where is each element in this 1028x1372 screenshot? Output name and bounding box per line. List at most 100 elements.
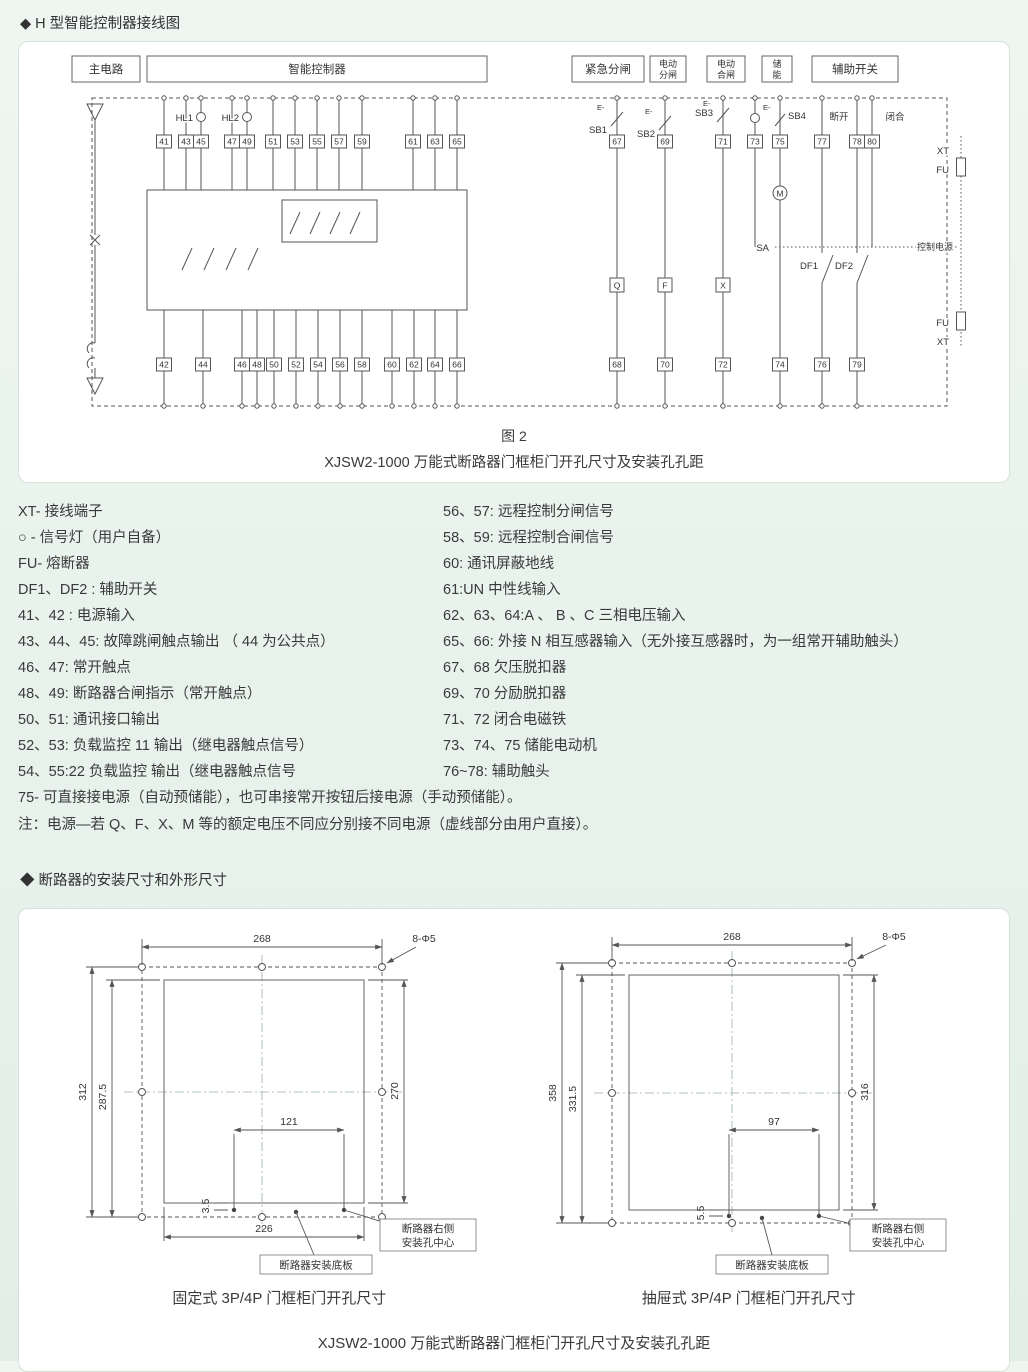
terminal-58: 58 (354, 357, 370, 372)
svg-text:74: 74 (775, 360, 785, 370)
svg-text:53: 53 (290, 137, 300, 147)
svg-text:68: 68 (612, 360, 622, 370)
header-controller: 智能控制器 (288, 62, 346, 76)
dim-hole-callout: 8-Φ5 (387, 933, 436, 964)
mounting-holes (138, 963, 387, 1221)
legend-item: 56、57: 远程控制分闸信号 (443, 504, 614, 520)
coil-x-symbol: X (715, 277, 731, 293)
drawer-type-drawing: 268 8-Φ5 358 331.5 (547, 931, 947, 1275)
svg-text:62: 62 (409, 360, 419, 370)
svg-text:268: 268 (723, 931, 741, 943)
terminal-59: 59 (354, 134, 370, 149)
legend-item: 48、49: 断路器合闸指示（常开触点） (18, 686, 262, 702)
dim-inner-width: 121 (232, 1116, 347, 1213)
terminal-77: 77 (814, 134, 830, 149)
terminal-56: 56 (332, 357, 348, 372)
terminal-66: 66 (449, 357, 465, 372)
button-sb2-symbol: E- SB2 (636, 106, 672, 142)
svg-text:5.5: 5.5 (695, 1206, 707, 1221)
header-storage: 储 (772, 58, 781, 69)
svg-text:HL2: HL2 (222, 113, 239, 124)
terminal-62: 62 (406, 357, 422, 372)
connection-nodes (161, 95, 875, 409)
dim-outer-height: 312 (77, 966, 139, 1218)
svg-text:331.5: 331.5 (567, 1086, 579, 1112)
svg-text:43: 43 (181, 137, 191, 147)
svg-text:73: 73 (750, 137, 760, 147)
svg-text:52: 52 (291, 360, 301, 370)
svg-text:合闸: 合闸 (717, 69, 735, 80)
header-main-circuit: 主电路 (89, 62, 124, 76)
svg-text:51: 51 (268, 137, 278, 147)
user-wiring-dashed-boundary (91, 97, 948, 407)
svg-text:97: 97 (768, 1116, 780, 1128)
legend-item: 46、47: 常开触点 (18, 660, 131, 676)
svg-text:E-: E- (597, 103, 605, 112)
terminal-43: 43 (178, 134, 194, 149)
fuse-top-symbol (956, 157, 966, 177)
callout-right-holes: 断路器右侧 安装孔中心 (818, 1215, 947, 1252)
label-control-power: 控制电源 (917, 241, 953, 252)
fuse-bottom-symbol (956, 311, 966, 331)
center-lines (593, 951, 872, 1235)
svg-text:42: 42 (159, 360, 169, 370)
svg-text:8-Φ5: 8-Φ5 (882, 931, 906, 943)
fixed-type-drawing: 268 8-Φ5 312 287.5 (77, 933, 477, 1275)
label-xt-bottom: XT (937, 337, 949, 348)
svg-text:78: 78 (852, 137, 862, 147)
door-cutout-outline (628, 974, 840, 1211)
legend-note-75: 75- 可直接接电源（自动预储能），也可串接常开按钮后接电源（手动预储能）。 (18, 790, 522, 806)
section2-title: ◆ 断路器的安装尺寸和外形尺寸 (20, 873, 228, 889)
wiring-diagram-panel: 主电路 智能控制器 紧急分闸 电动 分闸 电动 合闸 储 能 辅助开关 (18, 41, 1010, 483)
center-lines (124, 955, 403, 1230)
motor-symbol: M (772, 185, 788, 201)
svg-text:64: 64 (430, 360, 440, 370)
dim-right-height: 270 (368, 979, 409, 1204)
controller-box (146, 189, 468, 311)
legend-item: FU- 熔断器 (18, 556, 90, 572)
svg-text:断路器右侧: 断路器右侧 (871, 1222, 924, 1235)
terminal-41: 41 (156, 134, 172, 149)
figure-caption: XJSW2-1000 万能式断路器门框柜门开孔尺寸及安装孔孔距 (324, 455, 704, 471)
dim-inner-height: 331.5 (567, 974, 625, 1224)
svg-text:断路器安装底板: 断路器安装底板 (280, 1259, 354, 1272)
header-electric-open: 电动 (659, 58, 677, 69)
terminal-49: 49 (239, 134, 255, 149)
svg-text:61: 61 (408, 137, 418, 147)
svg-text:断路器右侧: 断路器右侧 (402, 1222, 455, 1235)
terminal-48: 48 (249, 357, 265, 372)
terminals-top: 41 43 45 47 49 51 53 55 57 59 61 63 65 6… (156, 134, 880, 149)
svg-text:77: 77 (817, 137, 827, 147)
label-fu-top: FU (936, 165, 949, 176)
svg-text:56: 56 (335, 360, 345, 370)
svg-text:49: 49 (242, 137, 252, 147)
legend-item: 65、66: 外接 N 相互感器输入（无外接互感器时，为一组常开辅助触头） (443, 634, 908, 650)
legend-item: 67、68 欠压脱扣器 (443, 660, 567, 676)
terminals-bottom: 42 44 46 48 50 52 54 56 58 60 62 64 66 6… (156, 357, 865, 372)
fixed-type-caption: 固定式 3P/4P 门框柜门开孔尺寸 (172, 1290, 387, 1307)
dim-offset: 3.5 (200, 1199, 229, 1214)
svg-text:287.5: 287.5 (97, 1084, 109, 1110)
legend-item: 41、42 : 电源输入 (18, 608, 135, 624)
legend-item: 71、72 闭合电磁铁 (443, 712, 567, 728)
dim-top-width: 268 (611, 931, 853, 961)
svg-text:79: 79 (852, 360, 862, 370)
legend-item: 50、51: 通讯接口输出 (18, 712, 160, 728)
terminal-47: 47 (224, 134, 240, 149)
door-cutout-outline (163, 979, 365, 1204)
button-sb4-symbol: E- SB4 (750, 102, 807, 127)
svg-text:3.5: 3.5 (200, 1199, 212, 1214)
dim-hole-callout: 8-Φ5 (856, 931, 906, 960)
svg-text:58: 58 (357, 360, 367, 370)
legend: XT- 接线端子 ○ - 信号灯（用户自备） FU- 熔断器 DF1、DF2 :… (18, 499, 1010, 839)
legend-item: 76~78: 辅助触头 (443, 764, 550, 780)
callout-base-plate: 断路器安装底板 (715, 1215, 829, 1275)
svg-text:F: F (662, 281, 667, 291)
header-electric-close: 电动 (717, 58, 735, 69)
lamp-hl2-symbol: HL2 (220, 112, 252, 126)
svg-text:安装孔中心: 安装孔中心 (402, 1236, 455, 1249)
svg-text:69: 69 (660, 137, 670, 147)
svg-text:121: 121 (281, 1116, 299, 1128)
svg-text:Q: Q (614, 281, 621, 291)
svg-text:71: 71 (718, 137, 728, 147)
